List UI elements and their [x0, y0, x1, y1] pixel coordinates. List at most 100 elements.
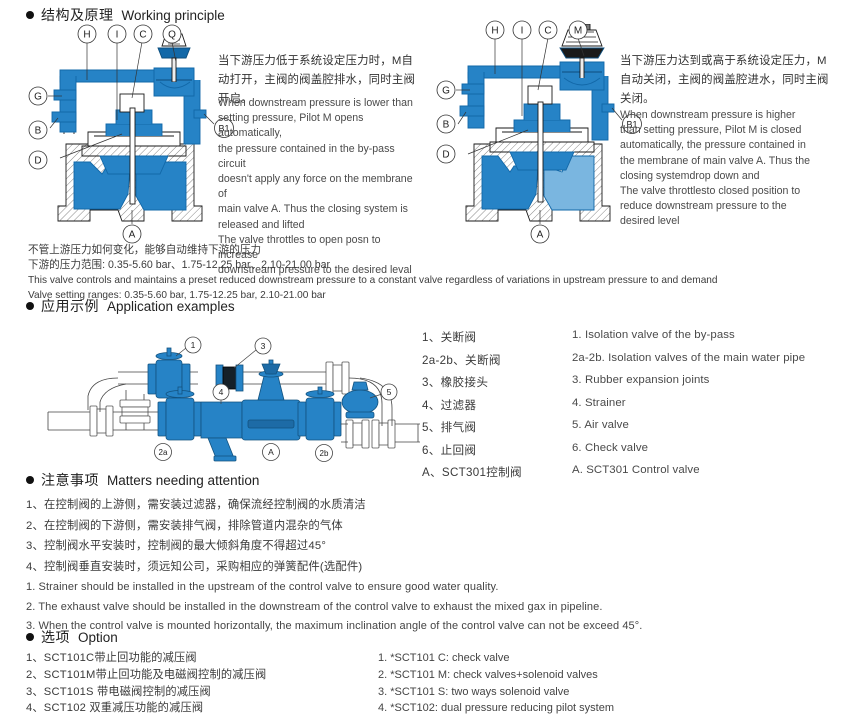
legend-en: 1. Isolation valve of the by-pass [572, 329, 735, 341]
application-piping-diagram: 1 3 4 5 2a 2b A [30, 334, 420, 464]
svg-text:2a: 2a [159, 448, 168, 457]
left-desc-en-l2: setting pressure, Pilot M opens automati… [218, 112, 364, 140]
svg-text:A: A [268, 447, 274, 457]
right-desc-en-l7: reduce downstream pressure to the [620, 200, 787, 213]
svg-text:A: A [537, 230, 544, 241]
svg-text:4: 4 [219, 387, 224, 397]
svg-text:2b: 2b [320, 449, 329, 458]
list-item: 3、SCT101S 带电磁阀控制的减压阀 [26, 685, 211, 698]
callout-group-left: H I C Q G B D B1 A [28, 24, 234, 244]
svg-text:B1: B1 [218, 124, 229, 134]
section-heading-cn: 结构及原理 [41, 7, 114, 23]
section-heading-cn: 选项 [41, 629, 70, 645]
left-desc-en: When downstream pressure is lower than s… [218, 96, 418, 278]
legend-en: 6. Check valve [572, 441, 649, 454]
legend-cn: 6、止回阀 [422, 443, 477, 457]
svg-text:1: 1 [191, 340, 196, 350]
list-item: 3. When the control valve is mounted hor… [26, 620, 643, 632]
section-heading-working-principle: 结构及原理 Working principle [26, 5, 225, 25]
svg-text:I: I [116, 30, 119, 41]
section-heading-attention: 注意事项 Matters needing attention [26, 470, 259, 490]
callout-group-right: H I C M G B D B1 A [436, 20, 642, 244]
list-item: 6、止回阀 6. Check valve [422, 442, 805, 465]
option-list-en: 1. *SCT101 C: check valve 2. *SCT101 M: … [378, 650, 798, 717]
legend-en: 5. Air valve [572, 419, 629, 431]
section-heading-application: 应用示例 Application examples [26, 296, 235, 316]
pressure-note-cn-1: 不管上游压力如何变化，能够自动维持下游的压力 [28, 244, 262, 256]
svg-text:A: A [129, 230, 136, 241]
svg-text:C: C [139, 30, 146, 41]
list-item: A、SCT301控制阀 A. SCT301 Control valve [422, 464, 805, 487]
list-item: 1、SCT101C带止回功能的减压阀 [26, 652, 197, 664]
legend-en: 3. Rubber expansion joints [572, 374, 710, 386]
left-desc-en-l3: the pressure contained in the by-pass ci… [218, 142, 395, 170]
bullet-icon [26, 476, 34, 484]
svg-text:Q: Q [168, 30, 176, 41]
svg-text:3: 3 [261, 341, 266, 351]
svg-text:B1: B1 [626, 120, 637, 130]
list-item: 1、关断阀 1. Isolation valve of the by-pass [422, 329, 805, 352]
left-desc-en-l5: main valve A. Thus the closing system is [218, 203, 408, 216]
right-desc-en-l8: desired level [620, 215, 680, 228]
bullet-icon [26, 302, 34, 310]
pressure-note-en-1: This valve controls and maintains a pres… [28, 275, 718, 286]
pressure-notes: 不管上游压力如何变化，能够自动维持下游的压力 下游的压力范围: 0.35-5.6… [28, 243, 828, 303]
svg-text:B: B [35, 126, 42, 137]
legend-cn: 5、排气阀 [422, 421, 477, 434]
right-desc-en-l4: the membrane of main valve A. Thus the [620, 154, 811, 167]
left-desc-en-l4: doesn't apply any force on the membrane … [218, 173, 413, 201]
list-item: 4、SCT102 双重减压功能的减压阀 [26, 702, 204, 715]
list-item: 1. Strainer should be installed in the u… [26, 581, 499, 593]
legend-cn: A、SCT301控制阀 [422, 466, 522, 479]
list-item: 3. *SCT101 S: two ways solenoid valve [378, 685, 570, 698]
list-item: 1、在控制阀的上游侧，需安装过滤器，确保流经控制阀的水质清洁 [26, 499, 366, 511]
list-item: 2a-2b、关断阀 2a-2b. Isolation valves of the… [422, 352, 805, 375]
right-desc-en-l2: than setting pressure, Pilot M is closed [620, 124, 802, 137]
attention-list-en: 1. Strainer should be installed in the u… [26, 578, 786, 637]
right-desc-en: When downstream pressure is higher than … [620, 108, 838, 230]
bullet-icon [26, 11, 34, 19]
left-desc-en-l7: The valve throttles to open posn to incr… [218, 233, 381, 262]
list-item: 4、过滤器 4. Strainer [422, 397, 805, 420]
svg-text:H: H [83, 30, 90, 41]
legend-en: 2a-2b. Isolation valves of the main wate… [572, 351, 806, 364]
svg-text:D: D [34, 156, 41, 167]
bullet-icon [26, 633, 34, 641]
left-desc-cn: 当下游压力低于系统设定压力时，M自动打开，主阀的阀盖腔排水，同时主阀开启。 [218, 52, 418, 109]
legend-en: 4. Strainer [572, 396, 626, 409]
application-legend: 1、关断阀 1. Isolation valve of the by-pass … [422, 329, 805, 487]
right-desc-en-l5: closing systemdrop down and [620, 169, 760, 182]
svg-text:I: I [521, 26, 524, 37]
svg-text:B: B [443, 120, 450, 131]
section-heading-en: Application examples [107, 298, 235, 314]
option-list-cn: 1、SCT101C带止回功能的减压阀 2、SCT101M带止回功能及电磁阀控制的… [26, 650, 366, 717]
list-item: 2. The exhaust valve should be installed… [26, 600, 603, 613]
left-desc-en-l1: When downstream pressure is lower than [218, 97, 413, 109]
legend-en: A. SCT301 Control valve [572, 464, 700, 476]
left-desc-cn-text: 当下游压力低于系统设定压力时，M自动打开，主阀的阀盖腔排水，同时主阀开启。 [218, 55, 416, 105]
list-item: 2、在控制阀的下游侧，需安装排气阀，排除管道内混杂的气体 [26, 519, 343, 532]
section-heading-option: 选项 Option [26, 627, 118, 647]
list-item: 5、排气阀 5. Air valve [422, 419, 805, 442]
attention-list-cn: 1、在控制阀的上游侧，需安装过滤器，确保流经控制阀的水质清洁 2、在控制阀的下游… [26, 495, 626, 577]
legend-cn: 4、过滤器 [422, 398, 477, 412]
left-desc-en-l6: released and lifted [218, 218, 305, 231]
legend-cn: 3、橡胶接头 [422, 376, 489, 389]
svg-text:D: D [442, 150, 449, 161]
list-item: 3、橡胶接头 3. Rubber expansion joints [422, 374, 805, 397]
svg-text:G: G [34, 92, 42, 103]
section-heading-cn: 应用示例 [41, 298, 99, 314]
right-desc-cn: 当下游压力达到或高于系统设定压力，M自动关闭，主阀的阀盖腔进水，同时主阀关闭。 [620, 52, 832, 109]
valve-diagram-open [44, 24, 224, 236]
right-desc-cn-text: 当下游压力达到或高于系统设定压力，M自动关闭，主阀的阀盖腔进水，同时主阀关闭。 [620, 55, 829, 105]
pressure-note-en-2: Valve setting ranges: 0.35-5.60 bar, 1.7… [28, 290, 326, 301]
legend-cn: 2a-2b、关断阀 [422, 353, 501, 367]
svg-text:C: C [544, 26, 551, 37]
svg-text:H: H [491, 26, 498, 37]
list-item: 3、控制阀水平安装时，控制阀的最大倾斜角度不得超过45° [26, 540, 327, 552]
svg-text:M: M [574, 26, 582, 37]
section-heading-en: Matters needing attention [107, 472, 260, 488]
list-item: 2. *SCT101 M: check valves+solenoid valv… [378, 668, 598, 681]
section-heading-en: Working principle [121, 7, 225, 23]
section-heading-en: Option [78, 629, 118, 645]
